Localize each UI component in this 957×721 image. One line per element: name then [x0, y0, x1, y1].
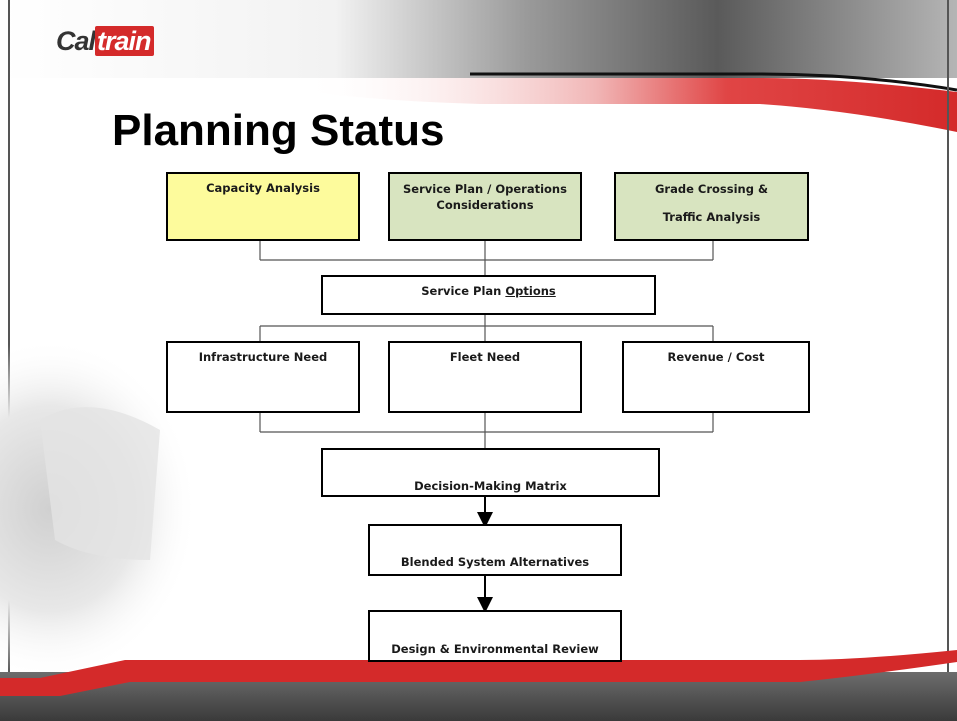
train-window	[40, 407, 160, 560]
label-fleet-need: Fleet Need	[449, 350, 521, 364]
caltrain-logo: Caltrain	[56, 26, 154, 57]
top-black-line	[470, 72, 957, 92]
top-band	[0, 0, 957, 78]
label-capacity-analysis: Capacity Analysis	[206, 181, 320, 195]
label-service-plan-operations: Service Plan / Operations	[403, 182, 567, 196]
box-fleet-need: Fleet Need	[388, 341, 582, 413]
label-blended-system-alternatives: Blended System Alternatives	[400, 555, 590, 569]
bottom-red-swoosh	[0, 650, 957, 696]
label-traffic-analysis: Traffic Analysis	[662, 210, 761, 224]
box-service-plan-options: Service Plan Options	[321, 275, 656, 315]
label-considerations: Considerations	[436, 198, 534, 212]
box-grade-crossing: Grade Crossing & Traffic Analysis	[614, 172, 809, 241]
logo-train: train	[95, 26, 154, 56]
label-decision-making-matrix: Decision-Making Matrix	[414, 479, 567, 493]
box-revenue-cost: Revenue / Cost	[622, 341, 810, 413]
box-capacity-analysis: Capacity Analysis	[166, 172, 360, 241]
right-border	[947, 0, 949, 721]
label-options: Options	[505, 284, 556, 298]
label-infrastructure-need: Infrastructure Need	[198, 350, 328, 364]
box-blended-system-alternatives: Blended System Alternatives	[368, 524, 622, 576]
label-service-plan: Service Plan	[421, 284, 506, 298]
page-title: Planning Status	[112, 106, 445, 155]
box-decision-making-matrix: Decision-Making Matrix	[321, 448, 660, 497]
label-revenue-cost: Revenue / Cost	[667, 350, 765, 364]
box-design-environmental-review: Design & Environmental Review	[368, 610, 622, 662]
logo-cal: Cal	[56, 26, 96, 56]
label-design-environmental-review: Design & Environmental Review	[391, 642, 599, 656]
box-infrastructure-need: Infrastructure Need	[166, 341, 360, 413]
box-service-plan-operations: Service Plan / Operations Considerations	[388, 172, 582, 241]
label-grade-crossing: Grade Crossing &	[654, 182, 768, 196]
top-red-swoosh	[300, 78, 957, 132]
